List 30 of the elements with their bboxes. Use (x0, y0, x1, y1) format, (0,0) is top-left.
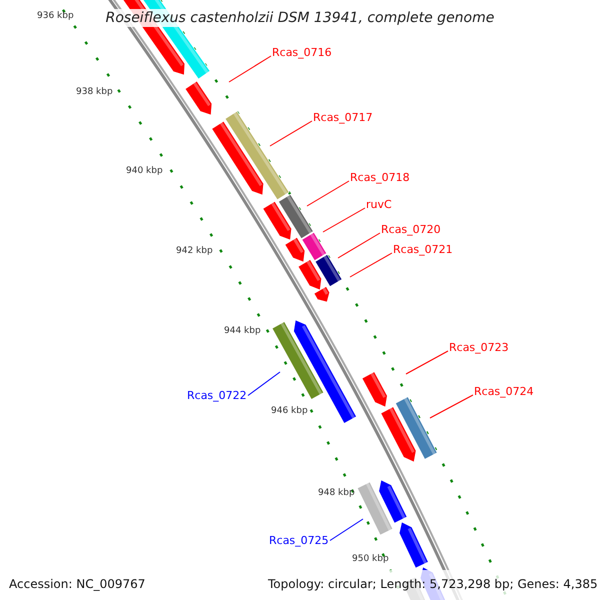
scale-label: 942 kbp (176, 247, 213, 256)
gene-label: Rcas_0716 (272, 47, 332, 58)
scale-label: 938 kbp (76, 88, 113, 97)
gene-label: Rcas_0725 (269, 535, 329, 546)
leader-line (228, 56, 272, 82)
leader-line (248, 372, 280, 396)
scale-label: 936 kbp (37, 12, 74, 21)
leader-line (270, 120, 312, 146)
scale-label: 950 kbp (352, 555, 389, 564)
leader-line (338, 232, 380, 258)
leader-line (350, 252, 392, 278)
scale-label: 944 kbp (224, 327, 261, 336)
scale-label: 946 kbp (271, 407, 308, 416)
gene-label: Rcas_0723 (449, 342, 509, 353)
scale-label: 940 kbp (126, 167, 163, 176)
leader-line (306, 180, 350, 206)
gene-label: Rcas_0722 (187, 390, 247, 401)
leader-line (430, 394, 474, 418)
leader-line (322, 208, 366, 232)
gene-label: ruvC (366, 199, 392, 210)
footer-text: Accession: NC_009767 (9, 578, 146, 590)
gene-label: Rcas_0724 (474, 386, 534, 397)
gene-label: Rcas_0720 (381, 224, 441, 235)
leader-line (330, 518, 364, 541)
gene-label: Rcas_0721 (393, 244, 453, 255)
gene-label: Rcas_0717 (313, 112, 373, 123)
gene-label: Rcas_0718 (350, 172, 410, 183)
scale-label: 948 kbp (318, 489, 355, 498)
footer-text: Topology: circular; Length: 5,723,298 bp; Genes: 4,385 (268, 578, 598, 590)
leader-line (406, 350, 448, 374)
